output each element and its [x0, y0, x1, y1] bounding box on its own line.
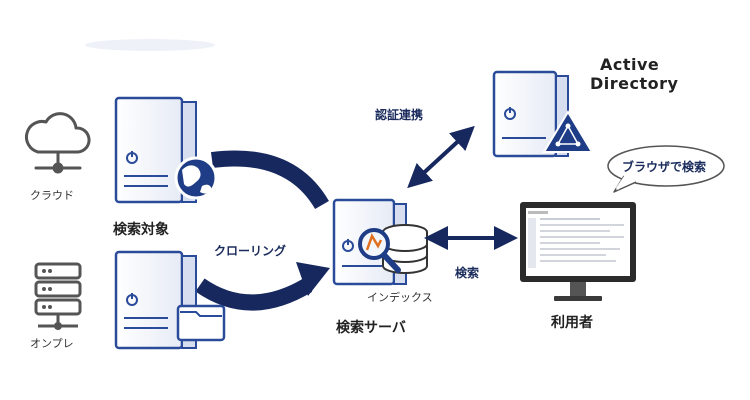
monitor-icon: [520, 202, 636, 301]
crawl-arc-bottom: [195, 278, 313, 311]
active-directory-label-line1: Active: [600, 55, 660, 74]
auth-link-arrow: [407, 125, 475, 189]
cloud-label: クラウド: [30, 189, 74, 202]
search-server-label: 検索サーバ: [336, 320, 406, 336]
speech-bubble: [607, 145, 725, 193]
database-icon: [382, 224, 428, 274]
crawl-arc-top: [210, 150, 329, 210]
globe-icon: [174, 156, 218, 200]
active-directory-label-line2: Directory: [590, 74, 679, 93]
onprem-label: オンプレ: [30, 337, 74, 350]
search-label: 検索: [455, 266, 480, 280]
auth-link-label: 認証連携: [375, 108, 424, 122]
crawling-label: クローリング: [214, 244, 287, 258]
search-target-label: 検索対象: [113, 222, 169, 238]
onprem-rack-icon: [34, 262, 82, 330]
index-label: インデックス: [367, 291, 433, 304]
user-label: 利用者: [551, 315, 593, 331]
folder-icon: [176, 304, 226, 342]
crawl-arrowhead: [296, 262, 330, 296]
magnifier-icon: [358, 228, 401, 273]
ad-triangle-icon: [542, 110, 594, 153]
background-glow: [85, 39, 215, 51]
cloud-icon: [25, 112, 91, 174]
browser-search-label: ブラウザで検索: [622, 160, 707, 174]
